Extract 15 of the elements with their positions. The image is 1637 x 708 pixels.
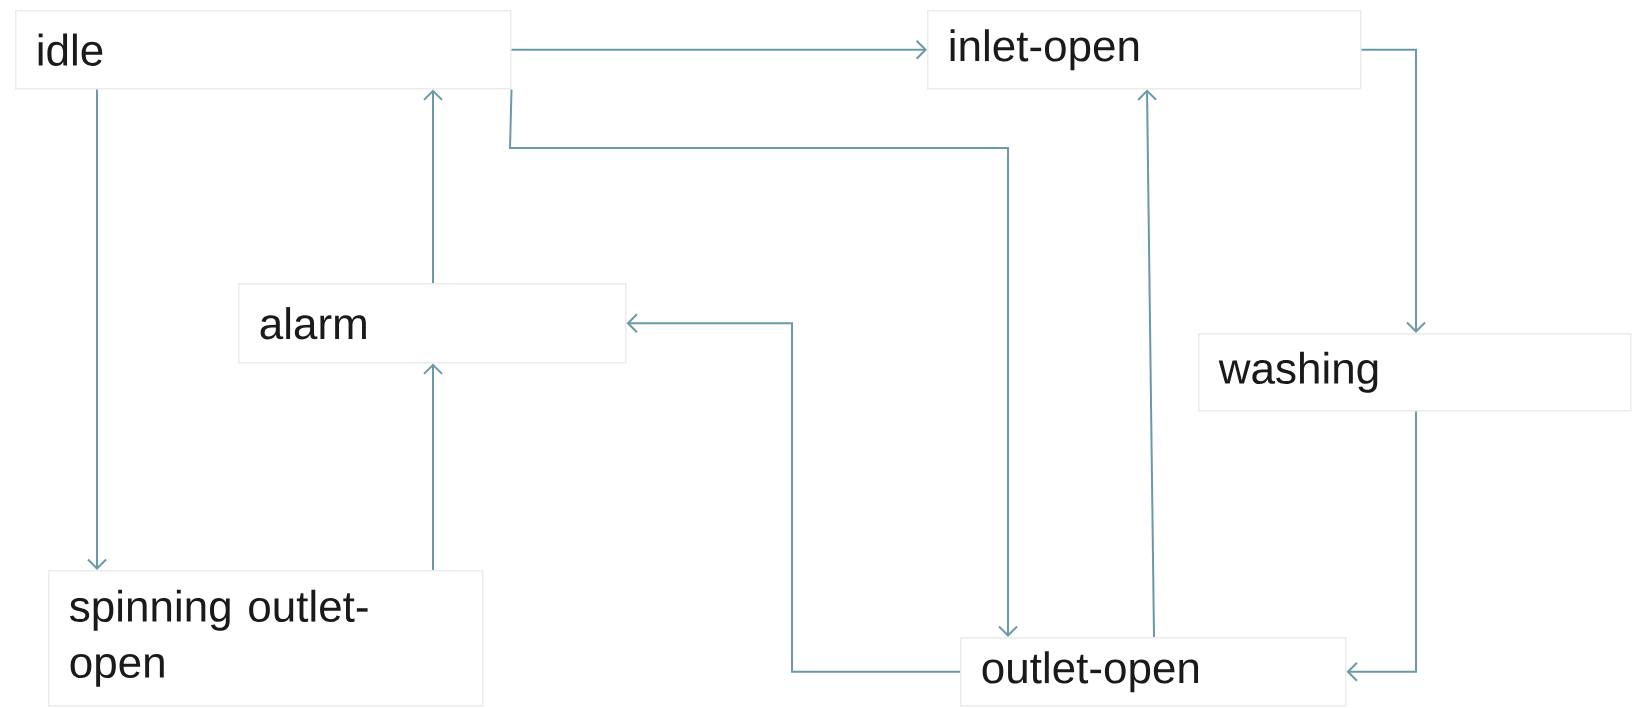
state-box: inlet-open	[927, 10, 1362, 90]
state-box: alarm	[238, 283, 627, 364]
arrow	[87, 88, 107, 570]
state-box: idle	[15, 10, 512, 90]
arrow	[423, 89, 443, 284]
arrow	[626, 313, 961, 673]
state-box: washing	[1198, 333, 1632, 412]
arrow	[1346, 410, 1417, 682]
state-box: spinning outlet-open	[48, 570, 484, 707]
state-box: outlet-open	[960, 637, 1347, 707]
arrow	[423, 363, 443, 571]
arrow	[1137, 89, 1158, 638]
arrow	[509, 88, 1018, 637]
arrow	[510, 39, 927, 60]
arrow	[1360, 48, 1426, 333]
